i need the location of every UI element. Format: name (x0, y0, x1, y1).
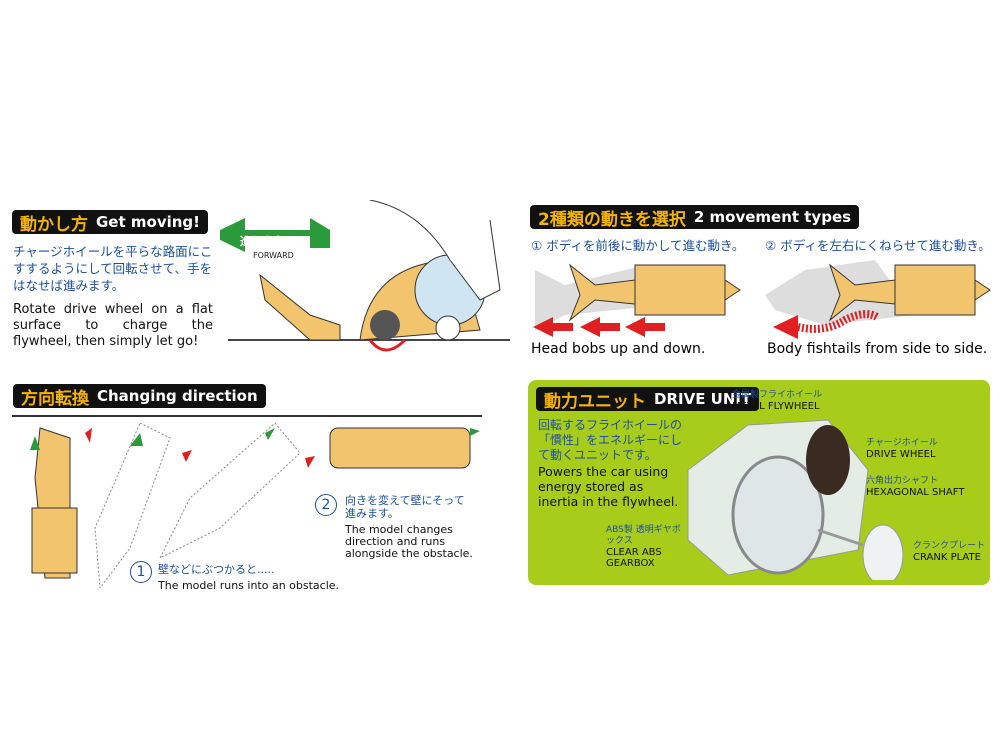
label-en: METAL FLYWHEEL (732, 401, 820, 412)
drive-unit-text-en: Powers the car using energy stored as in… (538, 464, 679, 509)
get-moving-header: 動かし方 Get moving! (12, 210, 208, 235)
label-jp: ABS製 透明ギヤボックス (606, 525, 681, 546)
red-wavy-arrow (773, 310, 880, 339)
wall-line (12, 415, 482, 417)
step-1-en: The model runs into an obstacle. (158, 579, 340, 592)
label-en: CLEAR ABS GEARBOX (606, 547, 662, 569)
movement-type-1-jp: ① ボディを前後に動かして進む動き。 (531, 237, 744, 254)
movement-type-2-en: Body fishtails from side to side. (767, 341, 988, 357)
get-moving-title-jp: 動かし方 (20, 214, 88, 235)
green-arrows (30, 428, 480, 450)
number-2: ② (765, 238, 777, 253)
get-moving-text-jp: チャージホイールを平らな路面にこすするようにして回転させて、手をはなせば進みます… (13, 244, 213, 293)
forward-label-jp: 進行方向 (240, 235, 284, 248)
movement-title-jp: 2種類の動きを選択 (538, 209, 686, 230)
number-1: ① (531, 238, 543, 253)
step-1-jp: 壁などにぶつかると..... (158, 563, 275, 576)
direction-title-en: Changing direction (97, 387, 258, 405)
type-1-jp-text: ボディを前後に動かして進む動き。 (546, 238, 745, 253)
fish-car-horizontal (329, 427, 471, 469)
forward-label-en: FORWARD (253, 251, 294, 260)
drive-unit-panel: 動力ユニット DRIVE UNIT 回転するフライホイールの「慣性」をエネルギー… (528, 380, 990, 585)
direction-header: 方向転換 Changing direction (13, 384, 266, 409)
label-jp: 六角出力シャフト (866, 476, 939, 486)
red-arrows-1 (533, 317, 665, 337)
label-en: DRIVE WHEEL (866, 449, 936, 460)
step-2-jp: 向きを変えて壁にそって進みます。 (345, 494, 465, 520)
fish-car-1 (535, 263, 741, 330)
step-2-number: 2 (315, 494, 337, 516)
movement-header: 2種類の動きを選択 2 movement types (530, 205, 860, 230)
drive-unit-header: 動力ユニット DRIVE UNIT (536, 387, 760, 412)
get-moving-illustration (220, 200, 510, 352)
red-arrows (85, 428, 315, 468)
forward-arrow-icon (230, 218, 330, 248)
drive-unit-photo (687, 419, 904, 580)
drive-unit-text-jp: 回転するフライホイールの「慣性」をエネルギーにして動くユニットです。 (538, 418, 683, 462)
get-moving-title-en: Get moving! (96, 213, 200, 231)
type-2-jp-text: ボディを左右にくねらせて進む動き。 (780, 238, 991, 253)
movement-type-2-jp: ② ボディを左右にくねらせて進む動き。 (765, 237, 991, 254)
label-en: CRANK PLATE (913, 552, 981, 563)
direction-step-2: 2 向きを変えて壁にそって進みます。 The model changes dire… (315, 494, 475, 560)
label-en: HEXAGONAL SHAFT (866, 487, 965, 498)
flywheel (731, 455, 825, 575)
movement-title-en: 2 movement types (693, 208, 852, 226)
label-jp: 金属製フライホイール (732, 390, 823, 400)
get-moving-text-en: Rotate drive wheel on a flat surface to … (13, 302, 213, 349)
direction-illustration (30, 422, 480, 588)
direction-step-1: 1 壁などにぶつかると..... The model runs into an o… (130, 561, 339, 594)
fish-car-2 (765, 260, 991, 325)
crank-plate (862, 524, 904, 580)
movement-illustration (533, 260, 991, 339)
step-2-en: The model changes direction and runs alo… (345, 523, 473, 560)
drive-unit-title-en: DRIVE UNIT (654, 390, 752, 408)
movement-type-1-en: Head bobs up and down. (531, 341, 706, 357)
direction-title-jp: 方向転換 (21, 388, 89, 409)
drive-wheel (806, 425, 850, 495)
drive-unit-title-jp: 動力ユニット (544, 391, 646, 412)
label-jp: チャージホイール (866, 438, 938, 448)
label-jp: クランクプレート (913, 541, 986, 551)
step-1-number: 1 (130, 561, 152, 583)
